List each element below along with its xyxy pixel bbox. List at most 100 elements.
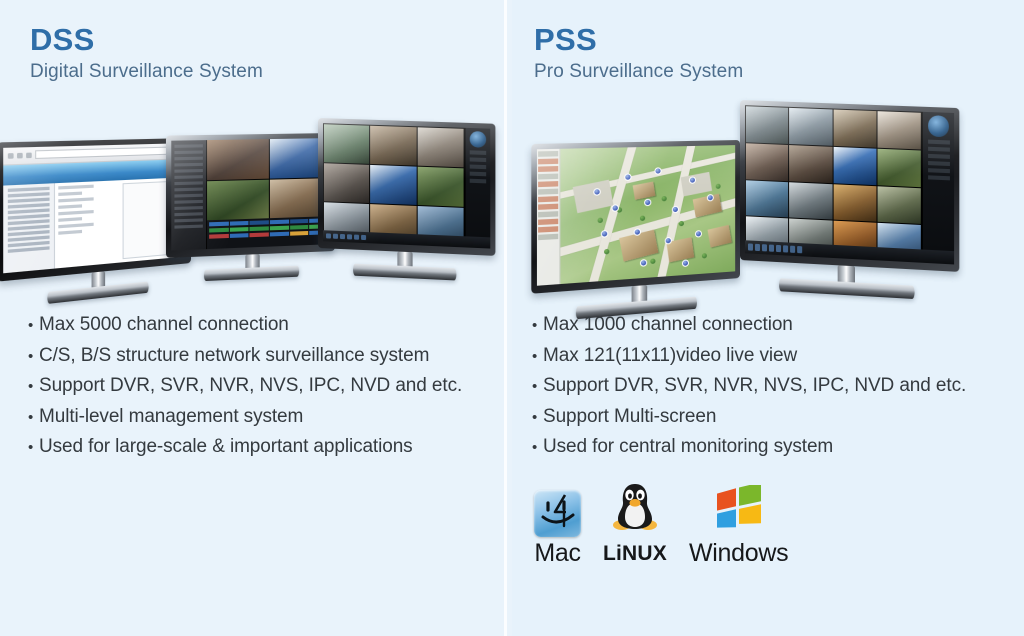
video-cell[interactable] (745, 142, 789, 181)
nvr-timeline[interactable] (207, 216, 331, 250)
nvr-channel-grid[interactable] (207, 138, 331, 221)
ptz-knob-icon[interactable] (927, 115, 950, 137)
map-camera-marker[interactable] (681, 259, 689, 267)
heading-pss: PSS Pro Surveillance System (534, 22, 743, 85)
video-cell[interactable] (745, 179, 789, 218)
video-cell[interactable] (833, 109, 877, 148)
video-cell[interactable] (207, 139, 269, 180)
toolbar-button-icon[interactable] (761, 244, 767, 252)
list-item-label: Support DVR, SVR, NVR, NVS, IPC, NVD and… (543, 375, 967, 396)
panel-divider (504, 0, 507, 636)
list-item-label: Max 121(11x11)video live view (543, 344, 798, 366)
toolbar-button-icon[interactable] (347, 234, 353, 240)
screen-video-wall (744, 105, 955, 265)
video-cell[interactable] (417, 127, 464, 168)
page-title: DSS (30, 22, 95, 57)
toolbar-dot (26, 152, 32, 159)
video-cell[interactable] (207, 179, 269, 221)
wall-control-button[interactable] (927, 139, 950, 145)
wall-control-button[interactable] (469, 157, 487, 162)
wall-control-sidebar[interactable] (464, 127, 491, 249)
monitor-stand-base (778, 278, 915, 300)
map-camera-marker[interactable] (643, 199, 652, 207)
emap-device-sidebar[interactable] (536, 148, 561, 286)
panel-pss: PSS Pro Surveillance System (512, 0, 1024, 636)
monitor-web-console (0, 138, 192, 304)
list-item: • Support DVR, SVR, NVR, NVS, IPC, NVD a… (532, 371, 1002, 402)
ptz-knob-icon[interactable] (469, 131, 487, 148)
screen-video-wall (322, 123, 491, 249)
toolbar-button-icon[interactable] (768, 244, 774, 252)
video-cell[interactable] (370, 125, 417, 166)
emap-canvas[interactable] (560, 145, 736, 285)
bullet-icon: • (532, 439, 538, 456)
wall-control-button[interactable] (927, 174, 950, 180)
video-cell[interactable] (877, 185, 922, 225)
toolbar-button-icon[interactable] (747, 243, 753, 251)
toolbar-button-icon[interactable] (776, 244, 782, 252)
video-cell[interactable] (370, 164, 417, 205)
nvr-sidebar[interactable] (171, 140, 208, 251)
toolbar-button-icon[interactable] (361, 234, 367, 241)
console-form-column (54, 180, 119, 268)
map-camera-marker[interactable] (671, 205, 679, 214)
bullet-icon: • (28, 378, 34, 395)
video-cell[interactable] (833, 183, 877, 222)
os-item-mac: Mac (534, 490, 581, 568)
console-body (3, 177, 186, 274)
wall-control-button[interactable] (927, 167, 950, 173)
wall-channel-grid[interactable] (744, 105, 923, 263)
browser-url-bar[interactable] (35, 146, 183, 160)
wall-control-button[interactable] (469, 164, 487, 169)
video-cell[interactable] (877, 148, 922, 187)
toolbar-button-icon[interactable] (325, 233, 331, 240)
map-tree (715, 183, 721, 189)
map-camera-marker[interactable] (695, 230, 703, 238)
wall-control-button[interactable] (469, 150, 487, 155)
toolbar-button-icon[interactable] (783, 245, 789, 253)
list-item: • Used for central monitoring system (532, 432, 1002, 463)
map-camera-marker[interactable] (640, 259, 648, 268)
list-item-label: Support DVR, SVR, NVR, NVS, IPC, NVD and… (39, 375, 463, 396)
wall-control-button[interactable] (469, 171, 487, 177)
video-cell[interactable] (833, 146, 877, 185)
list-item-label: C/S, B/S structure network surveillance … (39, 344, 430, 366)
map-camera-marker[interactable] (633, 228, 641, 237)
list-item-label: Multi-level management system (39, 405, 304, 427)
toolbar-button-icon[interactable] (797, 245, 803, 254)
list-item-label: Support Multi-screen (543, 405, 717, 427)
toolbar-button-icon[interactable] (754, 243, 760, 251)
toolbar-button-icon[interactable] (339, 233, 346, 240)
wall-control-button[interactable] (469, 178, 487, 184)
nvr-content (207, 138, 331, 250)
linux-tux-icon (612, 482, 658, 537)
wall-channel-grid[interactable] (322, 123, 465, 248)
list-item: • Used for large-scale & important appli… (28, 432, 498, 463)
toolbar-button-icon[interactable] (332, 233, 338, 240)
video-cell[interactable] (789, 181, 833, 220)
video-cell[interactable] (323, 124, 370, 164)
wall-control-sidebar[interactable] (922, 111, 955, 265)
console-tree-sidebar[interactable] (3, 183, 55, 274)
monitor-video-wall (740, 100, 960, 300)
bullet-icon: • (532, 317, 538, 334)
tux-penguin-icon (613, 484, 657, 530)
toolbar-button-icon[interactable] (354, 234, 360, 241)
wall-control-button[interactable] (927, 146, 950, 152)
video-cell[interactable] (877, 111, 922, 150)
list-item-label: Used for large-scale & important applica… (39, 436, 413, 457)
wall-control-button[interactable] (927, 160, 950, 166)
monitor-stand-base (353, 263, 456, 281)
video-cell[interactable] (789, 107, 833, 146)
page-subtitle: Digital Surveillance System (30, 61, 263, 82)
os-label: Mac (534, 539, 581, 567)
video-cell[interactable] (323, 163, 370, 204)
video-cell[interactable] (745, 106, 789, 144)
video-cell[interactable] (417, 166, 464, 207)
toolbar-button-icon[interactable] (790, 245, 796, 253)
video-cell[interactable] (789, 144, 833, 183)
wall-control-button[interactable] (927, 153, 950, 159)
screen-web-console (3, 143, 187, 274)
os-label: LiNUX (603, 542, 667, 565)
